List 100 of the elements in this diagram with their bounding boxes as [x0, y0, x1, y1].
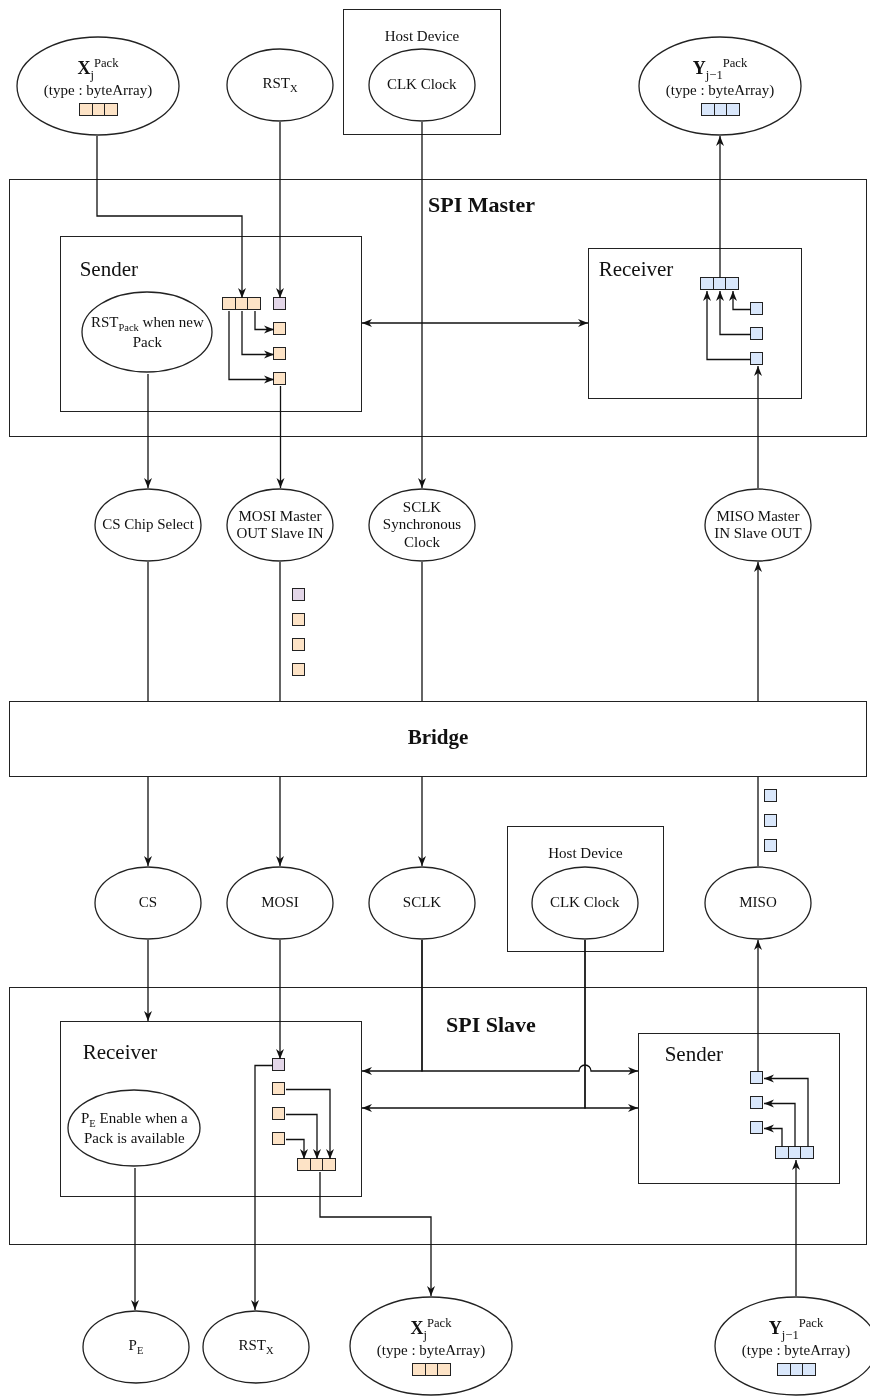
arrow — [729, 290, 752, 311]
device-box — [343, 9, 501, 135]
ellipse-node — [638, 36, 802, 136]
ellipse-node — [367, 47, 476, 122]
bridge-box — [9, 701, 867, 777]
ellipse-node — [16, 36, 180, 136]
node-label: RST$_{X}$ — [238, 1336, 274, 1358]
arrow — [251, 1064, 274, 1311]
connector-line — [757, 776, 759, 867]
ellipse-node — [226, 48, 334, 122]
ellipse-node — [368, 488, 476, 562]
node-label: CS Chip Select — [102, 516, 194, 534]
byte-array — [775, 1146, 815, 1160]
arrow — [131, 1167, 139, 1311]
ellipse-node — [704, 866, 812, 940]
ellipse-node — [67, 1089, 202, 1168]
ellipse-node — [368, 866, 476, 940]
arrow — [754, 939, 762, 1073]
data-square — [750, 1096, 764, 1110]
arrow — [241, 310, 275, 359]
box-title: Sender — [79, 256, 138, 282]
arrow — [276, 939, 284, 1060]
ellipse-node — [202, 1310, 310, 1384]
node-sublabel: (type : byteArray) — [376, 1341, 486, 1360]
group-box — [9, 987, 867, 1245]
arrow — [703, 290, 752, 361]
ellipse-node — [530, 865, 639, 940]
node-label: P$_{E}$ — [128, 1336, 144, 1358]
data-square — [750, 1121, 764, 1135]
data-square — [750, 352, 764, 366]
node-label: RST$_{X}$ — [262, 74, 298, 96]
box-title: Sender — [664, 1041, 723, 1067]
data-square — [273, 347, 287, 361]
arrow — [584, 939, 639, 1112]
arrow — [763, 1074, 809, 1148]
group-box — [9, 179, 867, 437]
box-title: Host Device — [383, 28, 461, 45]
group-title: SPI Master — [428, 192, 535, 218]
data-square — [272, 1107, 286, 1121]
data-square — [273, 372, 287, 386]
node-label: MOSI — [261, 894, 299, 912]
ellipse-node — [94, 866, 202, 940]
connector-line — [147, 561, 149, 702]
group-title: Bridge — [406, 725, 470, 751]
group-box — [59, 1020, 362, 1197]
node-label: RST$_{Pack}$ when new Pack — [89, 313, 205, 352]
byte-array — [222, 297, 262, 311]
arrow — [276, 385, 285, 489]
node-label: SCLK Synchronous Clock — [381, 499, 463, 551]
device-box — [507, 826, 664, 952]
arrow — [144, 373, 152, 489]
arrow — [285, 1113, 321, 1160]
data-square — [273, 322, 287, 336]
ellipse-node — [81, 291, 214, 374]
ellipse-node — [704, 488, 812, 562]
arrow — [754, 561, 762, 702]
arrow — [228, 310, 275, 384]
node-label: CLK Clock — [549, 894, 620, 912]
data-square — [750, 302, 764, 316]
group-title: SPI Slave — [446, 1012, 536, 1038]
ellipse-node — [349, 1296, 513, 1396]
data-square — [273, 297, 287, 311]
data-square — [750, 327, 764, 341]
data-square — [750, 1071, 764, 1085]
node-label: CLK Clock — [386, 76, 457, 94]
byte-array — [297, 1158, 337, 1172]
node-label: P$_{E}$ Enable when a Pack is available — [79, 1109, 189, 1148]
ellipse-node — [94, 488, 202, 562]
arrow — [276, 121, 284, 299]
arrow — [418, 776, 426, 867]
arrow — [421, 939, 639, 1075]
box-title: Receiver — [82, 1039, 158, 1065]
node-sublabel: (type : byteArray) — [43, 81, 153, 100]
ellipse-node — [226, 866, 334, 940]
data-square — [272, 1132, 286, 1146]
arrow — [418, 121, 426, 489]
node-sublabel: (type : byteArray) — [665, 81, 775, 100]
group-box — [637, 1032, 840, 1184]
arrow — [144, 939, 152, 1022]
node-label: MOSI Master OUT Slave IN — [235, 507, 325, 543]
group-box — [587, 247, 802, 399]
arrow — [254, 310, 275, 334]
box-title: Receiver — [598, 256, 674, 282]
arrow — [96, 135, 246, 299]
arrow — [763, 1124, 783, 1148]
arrow — [716, 290, 752, 336]
data-square — [272, 1058, 286, 1072]
arrow — [319, 1171, 435, 1297]
node-label: CS — [138, 894, 158, 912]
node-sublabel: (type : byteArray) — [741, 1341, 851, 1360]
arrow — [144, 776, 152, 867]
ellipse-node — [82, 1310, 190, 1384]
connector-line — [421, 561, 423, 702]
arrow — [754, 365, 762, 489]
arrow — [763, 1099, 796, 1148]
node-label: MISO Master IN Slave OUT — [713, 507, 803, 543]
ellipse-node — [226, 488, 334, 562]
arrow — [792, 1159, 800, 1297]
connector-line — [279, 561, 281, 702]
node-label: MISO — [739, 894, 777, 912]
